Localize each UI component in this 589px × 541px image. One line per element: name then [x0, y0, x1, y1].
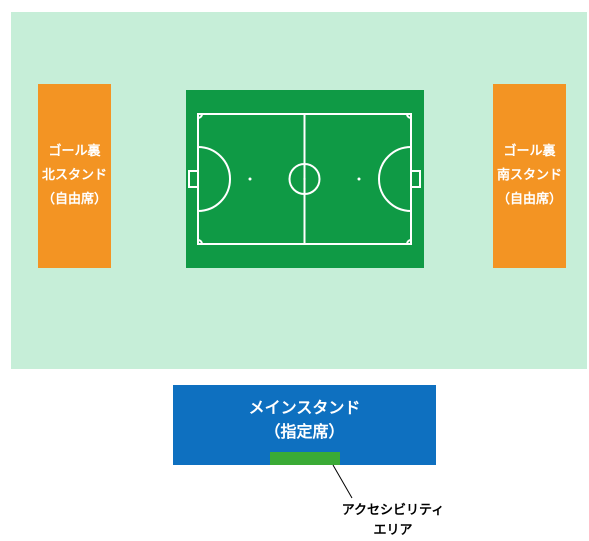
main-stand: メインスタンド （指定席）: [173, 385, 436, 465]
north-stand-label-line-1: ゴール裏: [48, 144, 101, 159]
left-penalty-area: [197, 146, 232, 212]
south-goal-stand: ゴール裏 南スタンド （自由席）: [493, 84, 566, 268]
left-penalty-spot: [248, 177, 252, 181]
center-circle: [288, 163, 321, 195]
stadium-surround: ゴール裏 北スタンド （自由席）: [11, 12, 587, 369]
corner-arc-top-left: [197, 113, 203, 119]
right-penalty-area: [377, 146, 412, 212]
corner-arc-bottom-right: [406, 239, 412, 245]
left-goal: [188, 170, 199, 188]
accessibility-area-label: アクセシビリティ エリア: [323, 501, 463, 541]
main-stand-label-line-2: （指定席）: [264, 422, 345, 441]
south-stand-label-line-2: 南スタンド: [496, 168, 562, 183]
accessibility-label-line-1: アクセシビリティ: [341, 503, 445, 518]
south-stand-label-line-1: ゴール裏: [503, 144, 556, 159]
right-penalty-spot: [357, 177, 361, 181]
south-stand-label-line-3: （自由席）: [496, 192, 562, 207]
accessibility-area: [270, 452, 340, 465]
main-stand-label-line-1: メインスタンド: [248, 398, 361, 417]
futsal-pitch: [186, 90, 424, 268]
corner-arc-bottom-left: [197, 239, 203, 245]
center-spot: [303, 177, 306, 181]
main-stand-label: メインスタンド （指定席）: [173, 396, 436, 444]
right-goal: [410, 170, 421, 188]
north-stand-label: ゴール裏 北スタンド （自由席）: [42, 140, 107, 212]
south-stand-label: ゴール裏 南スタンド （自由席）: [497, 140, 562, 212]
corner-arc-top-right: [406, 113, 412, 119]
north-stand-label-line-2: 北スタンド: [41, 168, 107, 183]
north-stand-label-line-3: （自由席）: [41, 192, 107, 207]
accessibility-label-line-2: エリア: [373, 523, 413, 538]
pitch-markings: [186, 90, 424, 268]
north-goal-stand: ゴール裏 北スタンド （自由席）: [38, 84, 111, 268]
